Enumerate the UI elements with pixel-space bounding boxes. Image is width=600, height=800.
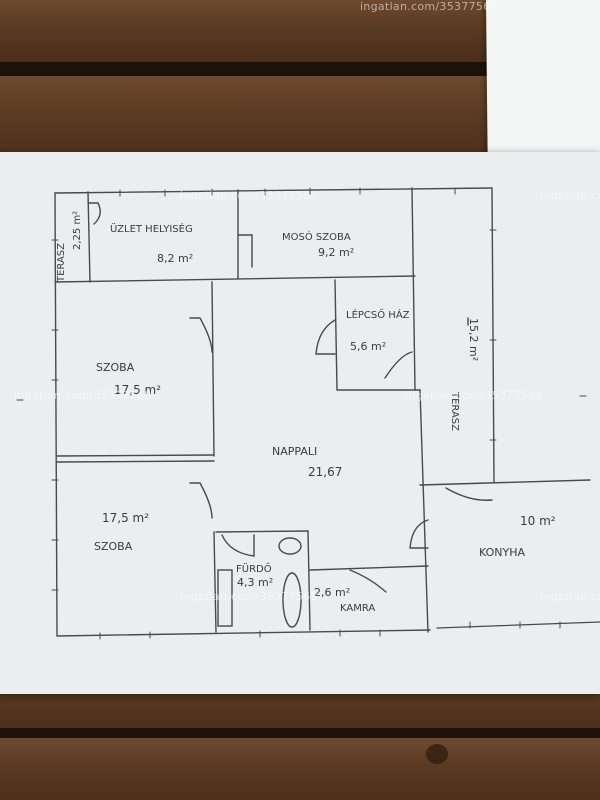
furdo-area: 4,3 m² [237, 576, 273, 589]
toilet [282, 572, 302, 628]
wall [411, 187, 416, 391]
bathtub [217, 569, 233, 627]
door-arc [445, 487, 493, 501]
wall [419, 479, 591, 486]
konyha-area: 10 m² [520, 514, 556, 528]
watermark: ingatlan.com/35377568 [360, 0, 498, 13]
door-arc [189, 482, 213, 519]
lepcsohaz-area: 5,6 m² [350, 340, 386, 353]
door-arc [221, 534, 255, 557]
watermark: ingatlan.com/35377568 [14, 389, 152, 402]
wall [419, 389, 429, 633]
wall [54, 187, 493, 194]
konyha-label: KONYHA [479, 546, 525, 559]
wall [54, 192, 58, 637]
terasz-small-area: 2,25 m² [72, 211, 83, 250]
mososzoba-label: MOSÓ SZOBA [282, 230, 351, 243]
wall [56, 454, 215, 457]
wall [56, 629, 431, 637]
nappali-area: 21,67 [308, 465, 342, 479]
wall [56, 460, 215, 463]
wall [491, 187, 495, 483]
mososzoba-area: 9,2 m² [318, 246, 354, 259]
uzlet-area: 8,2 m² [157, 252, 193, 265]
watermark: ingatlan.com/35377568 [405, 389, 543, 402]
wall [334, 279, 338, 391]
furdo-label: FÜRDŐ [236, 561, 272, 575]
szoba-bottom-area: 17,5 m² [102, 511, 149, 525]
door-arc [87, 202, 101, 225]
kamra-area: 2,6 m² [314, 586, 350, 599]
wall [307, 530, 311, 631]
wall [211, 281, 215, 457]
terasz-big-area: 15,2 m² [467, 318, 480, 361]
sink [278, 537, 302, 555]
wood-plank [0, 738, 600, 800]
szoba-top-area: 17,5 m² [114, 383, 161, 397]
door-arc [189, 317, 213, 353]
door-arc [409, 519, 429, 549]
watermark: ingatlan.com [540, 189, 600, 202]
watermark: ingatlan.com/35377568 [180, 189, 318, 202]
plank-gap [0, 728, 600, 738]
terasz-small-label: TERASZ [56, 243, 67, 283]
szoba-bottom-label: SZOBA [94, 540, 133, 553]
door-arc [349, 569, 387, 593]
wood-knot [426, 744, 448, 764]
watermark: ingatlan.com [540, 590, 600, 603]
floor-plan-paper [0, 152, 600, 694]
wall [215, 530, 309, 533]
watermark: ingatlan.com/35377568 [180, 590, 318, 603]
wall [87, 191, 91, 283]
door-arc [384, 351, 413, 379]
wall [54, 275, 416, 283]
door-arc [237, 234, 253, 268]
uzlet-label: ÜZLET HELYISÉG [110, 222, 193, 235]
kamra-label: KAMRA [340, 603, 375, 614]
plank-gap [0, 62, 600, 76]
door-arc [315, 319, 336, 355]
nappali-label: NAPPALI [272, 445, 317, 458]
wall [436, 621, 600, 629]
lepcsohaz-label: LÉPCSŐ HÁZ [346, 307, 410, 321]
wall [309, 565, 429, 571]
wall [213, 531, 217, 633]
terasz-big-label: TERASZ [449, 391, 460, 431]
szoba-top-label: SZOBA [96, 361, 135, 374]
